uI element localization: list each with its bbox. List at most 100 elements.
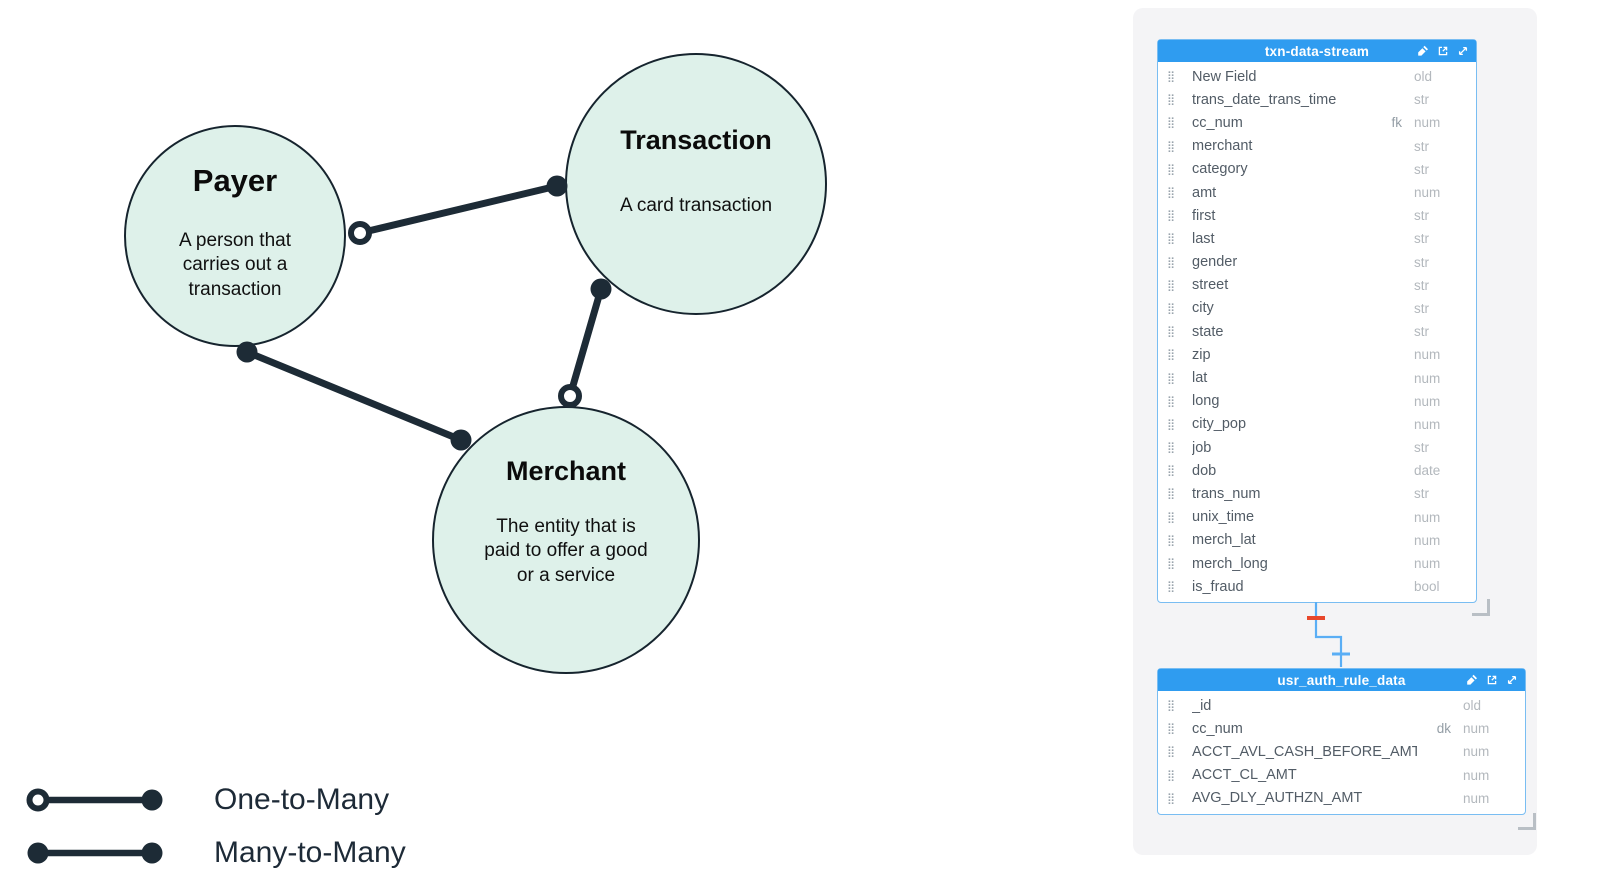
table-header[interactable]: txn-data-stream — [1158, 40, 1476, 62]
drag-handle-icon[interactable]: ⣿ — [1167, 511, 1175, 524]
drag-handle-icon[interactable]: ⣿ — [1167, 302, 1175, 315]
drag-handle-icon[interactable]: ⣿ — [1167, 581, 1175, 594]
field-name: ACCT_CL_AMT — [1192, 767, 1297, 784]
field-name: first — [1192, 207, 1216, 224]
field-name: ACCT_AVL_CASH_BEFORE_AMT — [1192, 743, 1417, 760]
field-type: str — [1414, 324, 1429, 340]
drag-handle-icon[interactable]: ⣿ — [1167, 395, 1175, 408]
field-row[interactable]: ⣿ last str — [1158, 227, 1476, 250]
drag-handle-icon[interactable]: ⣿ — [1167, 418, 1175, 431]
drag-handle-icon[interactable]: ⣿ — [1167, 233, 1175, 246]
field-type: str — [1414, 440, 1429, 456]
drag-handle-icon[interactable]: ⣿ — [1167, 140, 1175, 153]
field-type: num — [1463, 767, 1490, 783]
drag-handle-icon[interactable]: ⣿ — [1167, 372, 1175, 385]
expand-icon[interactable] — [1506, 674, 1518, 686]
drag-handle-icon[interactable]: ⣿ — [1167, 71, 1175, 84]
table-title: txn-data-stream — [1264, 43, 1370, 59]
drag-handle-icon[interactable]: ⣿ — [1167, 94, 1175, 107]
field-key-badge: fk — [1391, 115, 1402, 131]
drag-handle-icon[interactable]: ⣿ — [1167, 279, 1175, 292]
drag-handle-icon[interactable]: ⣿ — [1167, 723, 1175, 736]
field-name: dob — [1192, 462, 1217, 479]
table-resize-handle[interactable] — [1472, 599, 1490, 616]
field-name: category — [1192, 161, 1248, 178]
one-marker — [558, 384, 582, 408]
many-to-many-glyph — [27, 842, 163, 864]
field-name: trans_num — [1192, 485, 1261, 502]
drag-handle-icon[interactable]: ⣿ — [1167, 442, 1175, 455]
field-type: num — [1414, 185, 1441, 201]
field-type: num — [1414, 509, 1441, 525]
field-name: cc_num — [1192, 114, 1243, 131]
drag-handle-icon[interactable]: ⣿ — [1167, 210, 1175, 223]
drag-handle-icon[interactable]: ⣿ — [1167, 769, 1175, 782]
field-name: state — [1192, 323, 1224, 340]
open-in-new-icon[interactable] — [1486, 674, 1498, 686]
pipette-icon[interactable] — [1466, 674, 1478, 686]
field-type: bool — [1414, 579, 1440, 595]
pipette-icon[interactable] — [1417, 45, 1429, 57]
field-name: street — [1192, 277, 1229, 294]
field-row[interactable]: ⣿ ACCT_CL_AMT num — [1158, 764, 1525, 787]
field-type: num — [1414, 416, 1441, 432]
drag-handle-icon[interactable]: ⣿ — [1167, 349, 1175, 362]
drag-handle-icon[interactable]: ⣿ — [1167, 534, 1175, 547]
expand-icon[interactable] — [1457, 45, 1469, 57]
field-type: num — [1414, 115, 1441, 131]
table-resize-handle[interactable] — [1518, 813, 1536, 830]
field-row[interactable]: ⣿ category str — [1158, 158, 1476, 181]
entity-title: Merchant — [505, 456, 627, 486]
drag-handle-icon[interactable]: ⣿ — [1167, 163, 1175, 176]
field-type: num — [1414, 556, 1441, 572]
field-row[interactable]: ⣿ state str — [1158, 320, 1476, 343]
legend-one-to-many: One-to-Many — [22, 783, 389, 817]
table-title: usr_auth_rule_data — [1277, 672, 1406, 688]
drag-handle-icon[interactable]: ⣿ — [1167, 746, 1175, 759]
drag-handle-icon[interactable]: ⣿ — [1167, 187, 1175, 200]
drag-handle-icon[interactable]: ⣿ — [1167, 488, 1175, 501]
drag-handle-icon[interactable]: ⣿ — [1167, 256, 1175, 269]
field-type: str — [1414, 161, 1429, 177]
open-in-new-icon[interactable] — [1437, 45, 1449, 57]
legend-label: One-to-Many — [214, 783, 390, 816]
field-type: str — [1414, 231, 1429, 247]
drag-handle-icon[interactable]: ⣿ — [1167, 792, 1175, 805]
field-type: old — [1463, 698, 1482, 714]
drag-handle-icon[interactable]: ⣿ — [1167, 700, 1175, 713]
field-name: last — [1192, 230, 1215, 247]
drag-handle-icon[interactable]: ⣿ — [1167, 326, 1175, 339]
drag-handle-icon[interactable]: ⣿ — [1167, 117, 1175, 130]
legend-label: Many-to-Many — [214, 836, 406, 869]
drag-handle-icon[interactable]: ⣿ — [1167, 465, 1175, 478]
drag-handle-icon[interactable]: ⣿ — [1167, 558, 1175, 571]
table-header[interactable]: usr_auth_rule_data — [1158, 669, 1525, 691]
edge-payer-transaction — [348, 175, 568, 245]
